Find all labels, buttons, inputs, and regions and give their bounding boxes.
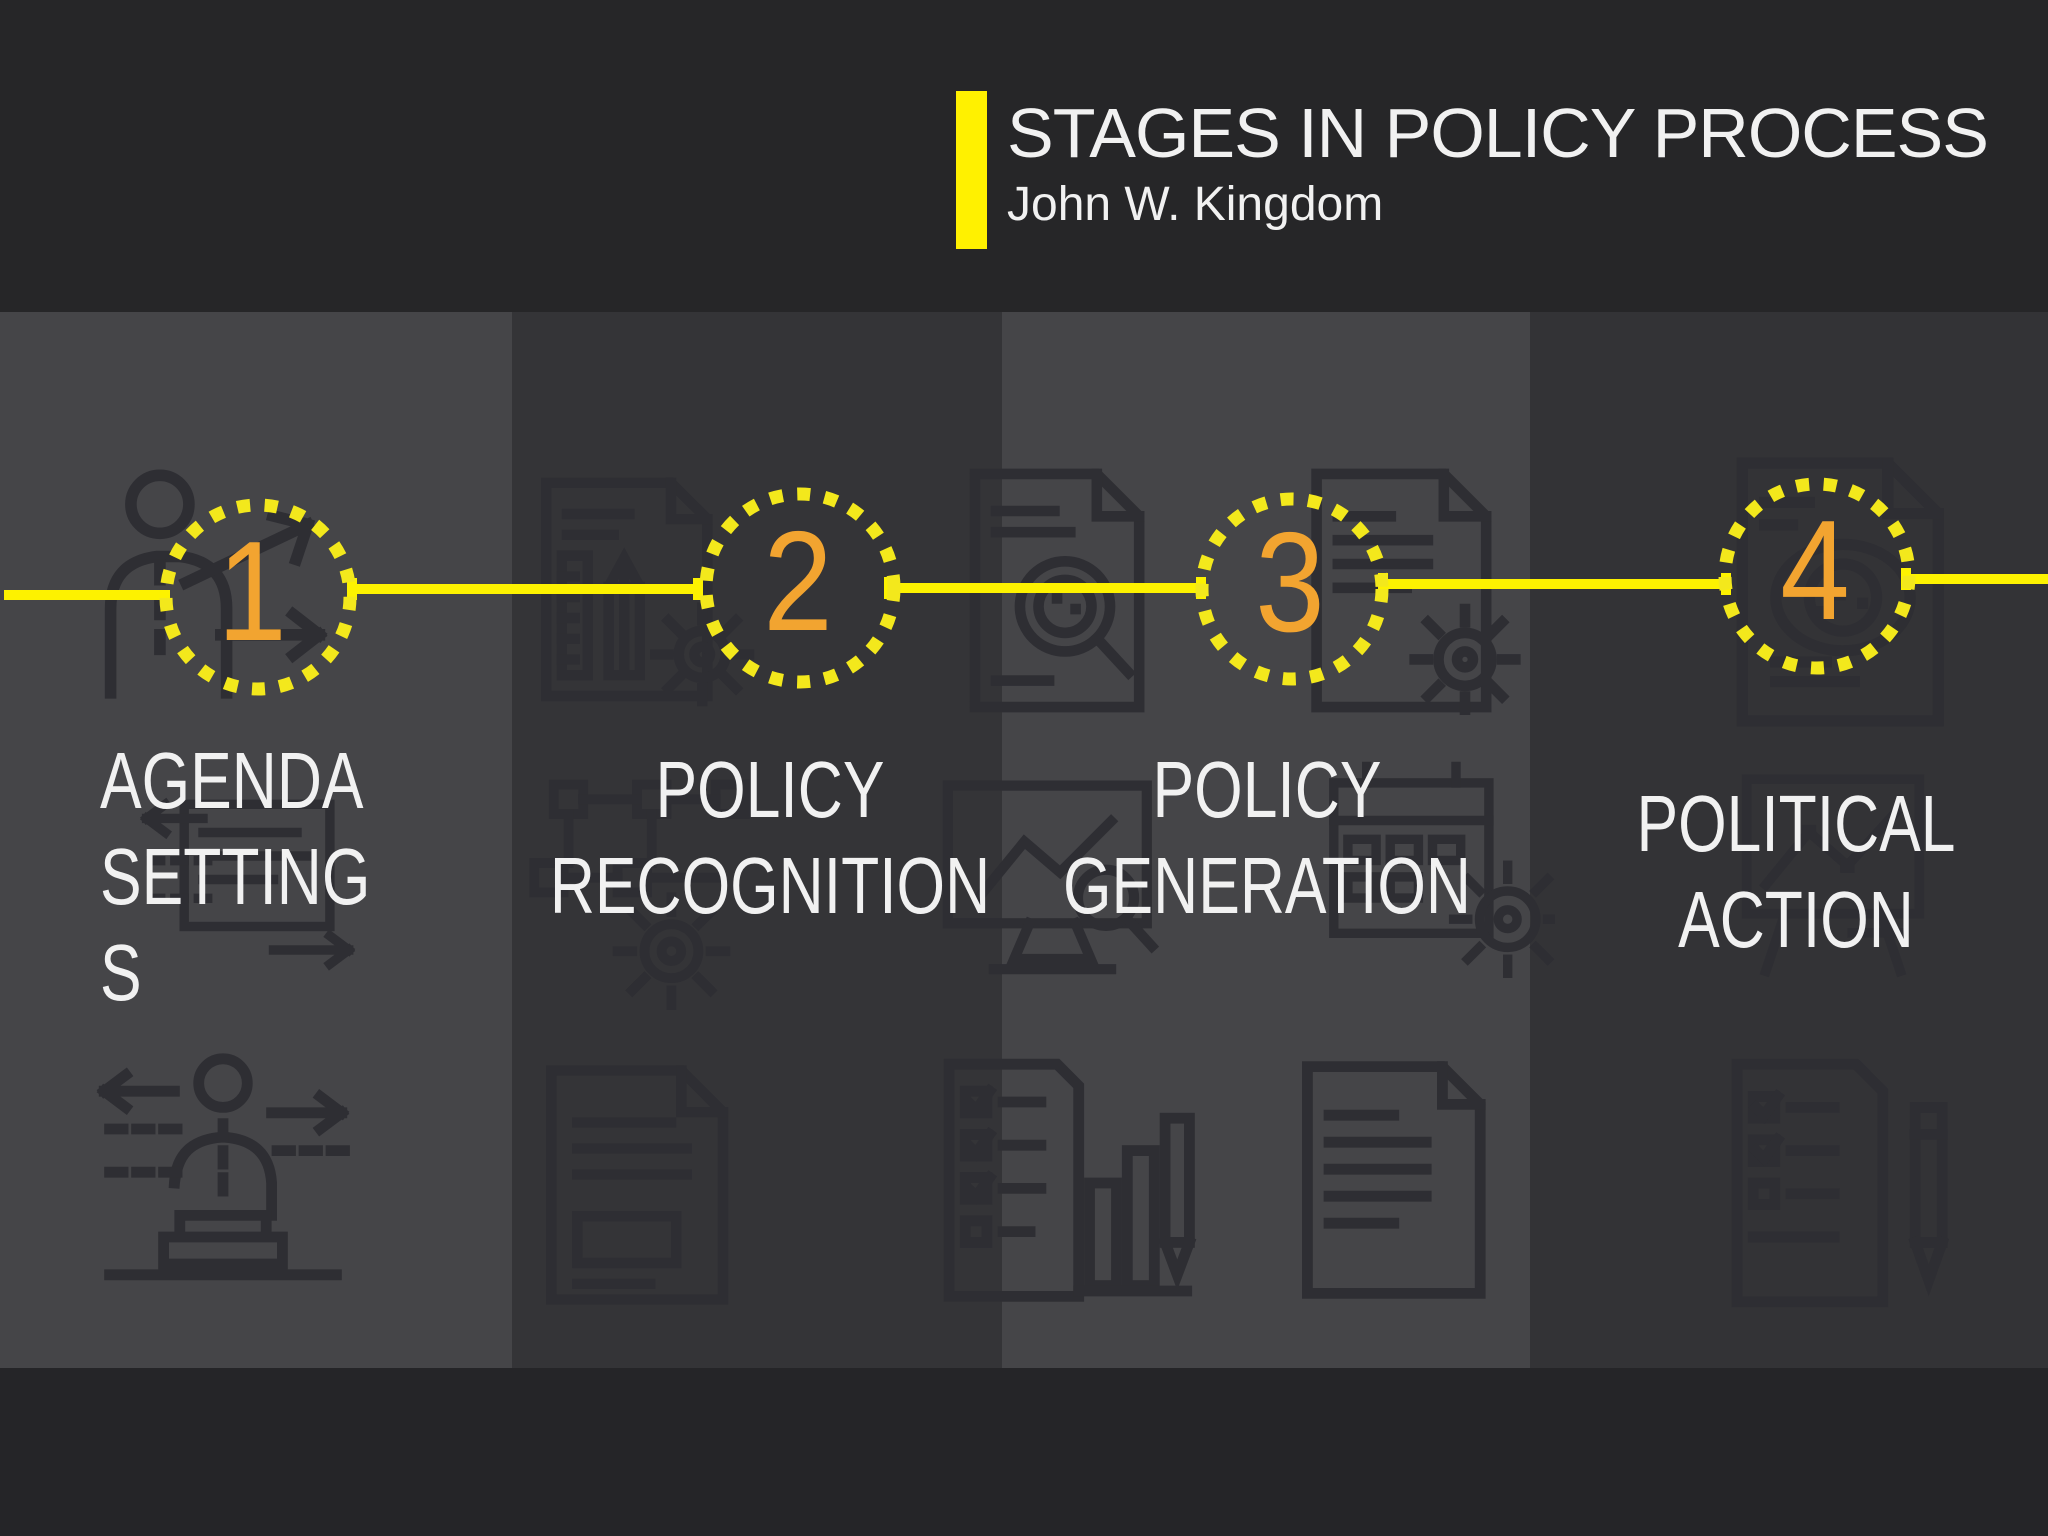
stage-1-label: AGENDA SETTING S [100, 736, 371, 1017]
stage-2-label: POLICY RECOGNITION [549, 745, 991, 930]
timeline-line [4, 568, 2048, 600]
presenter-arrows-icon [70, 455, 360, 745]
stage-3-number: 3 [1255, 503, 1325, 662]
document-magnifier-icon [910, 458, 1220, 723]
monitor-chart-magnifier-icon [905, 755, 1205, 1010]
podium-speaker-arrows-icon [68, 1048, 378, 1318]
document-text-2-icon [1270, 1045, 1550, 1315]
stage-3-dotted-circle [1195, 492, 1389, 686]
stage-2-dotted-circle [699, 487, 901, 689]
stage-4-label: POLITICAL ACTION [1636, 779, 1956, 964]
title-accent-bar [956, 91, 987, 249]
slide-title: STAGES IN POLICY PROCESS [1007, 94, 1989, 172]
document-text-icon [495, 1055, 795, 1315]
stage-2-number: 2 [763, 502, 833, 661]
bottom-band [0, 1368, 2048, 1536]
whiteboard-chart-icon [1668, 760, 1998, 1000]
stage-3-label: POLICY GENERATION [1063, 745, 1471, 930]
stripe-1 [0, 312, 512, 1368]
flowchart-gear-icon [492, 765, 792, 1010]
board-arrows-icon [70, 762, 430, 997]
document-emblem-icon [1693, 452, 1993, 732]
stage-1-number: 1 [217, 512, 287, 671]
calendar-gear-icon [1310, 750, 1555, 985]
document-lines-gear-icon [1272, 458, 1552, 723]
stage-4-number: 4 [1780, 491, 1850, 650]
slide-subtitle: John W. Kingdom [1007, 178, 1384, 231]
stage-1-dotted-circle [159, 498, 357, 696]
checklist-pencil-icon [1695, 1048, 1995, 1318]
header: STAGES IN POLICY PROCESS John W. Kingdom [956, 91, 1989, 249]
stage-4-dotted-circle [1718, 477, 1916, 675]
checklist-barchart-pencil-icon [905, 1048, 1220, 1318]
